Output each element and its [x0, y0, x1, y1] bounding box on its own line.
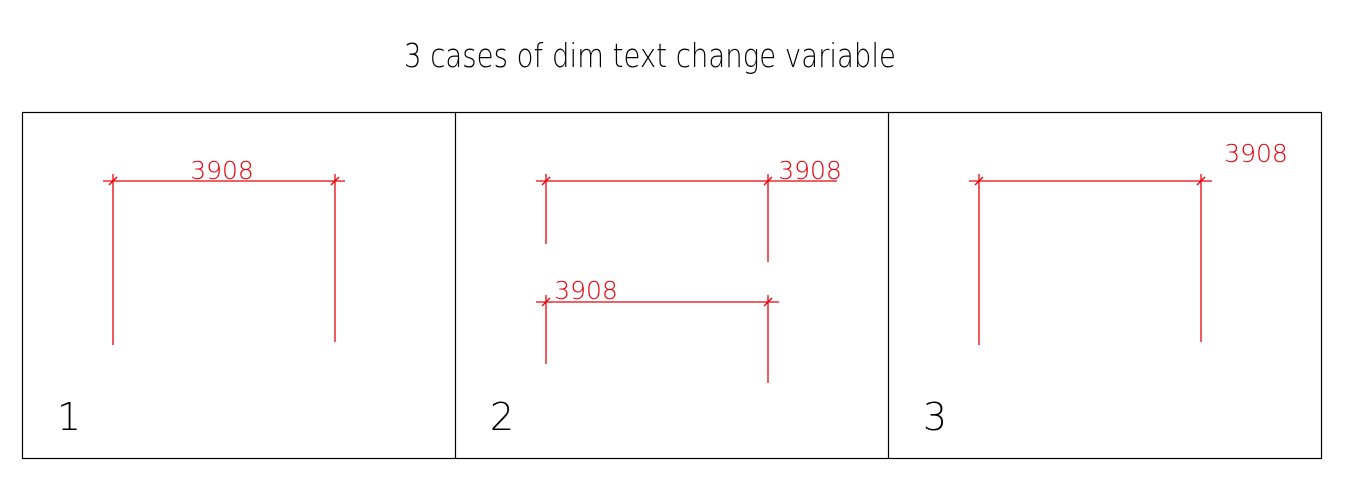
panel-1-dimension: [103, 174, 345, 345]
dimension-tick-left: [108, 176, 118, 186]
dimension-text: 3908: [1224, 139, 1288, 168]
dimension-tick-left: [541, 297, 551, 307]
dimension-tick-left: [974, 176, 984, 186]
panel-number: 3: [923, 395, 947, 439]
dimension-text: 3908: [190, 156, 254, 185]
panel-1: 3908 1: [57, 156, 345, 439]
dimension-tick-left: [541, 176, 551, 186]
dimension-text: 3908: [778, 156, 842, 185]
panel-3: 3908 3: [923, 139, 1288, 439]
drawing-title: 3 cases of dim text change variable: [404, 36, 896, 75]
panel-number: 1: [57, 395, 81, 439]
frame: [21, 111, 1323, 460]
dimension-text: 3908: [554, 276, 618, 305]
panel-2-dimension-upper: [536, 174, 837, 262]
dimension-tick-right: [763, 176, 773, 186]
panel-number: 2: [490, 395, 514, 439]
outer-frame: [21, 111, 1323, 460]
panel-3-dimension: [969, 174, 1212, 345]
dimension-tick-right: [330, 176, 340, 186]
panel-2-dimension-lower: [536, 295, 779, 383]
panel-2: 3908 3908 2: [490, 156, 842, 439]
dimension-tick-right: [763, 297, 773, 307]
dimension-tick-right: [1196, 176, 1206, 186]
